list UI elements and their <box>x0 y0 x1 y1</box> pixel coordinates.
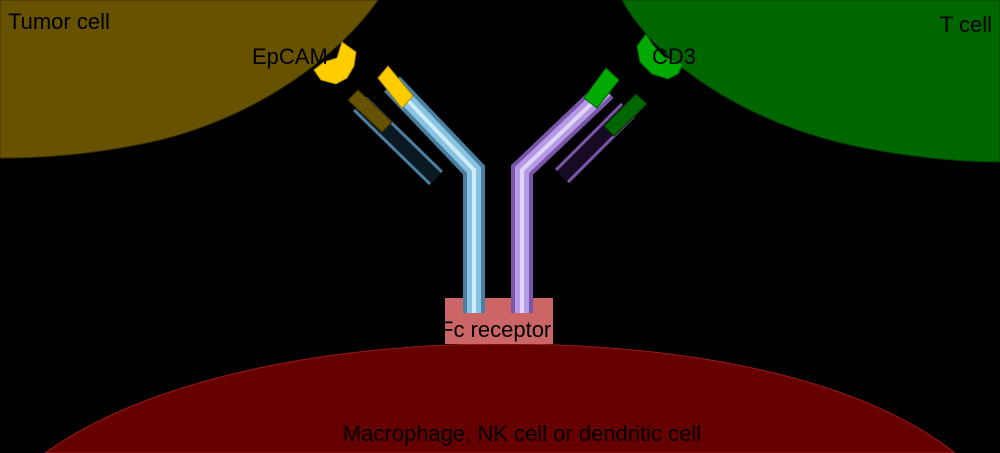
anti-epcam-light-tip <box>347 89 393 133</box>
epcam-label: EpCAM <box>252 44 328 69</box>
effector-cell <box>44 343 956 453</box>
anti-epcam-binding-tip <box>377 65 414 109</box>
cd3-label: CD3 <box>652 44 696 69</box>
tumor-cell-label: Tumor cell <box>8 9 110 34</box>
t-cell-label: T cell <box>940 12 992 37</box>
anti-epcam-heavy-chain <box>377 65 485 313</box>
tumor-cell <box>0 0 379 159</box>
anti-cd3-light-chain <box>554 93 648 184</box>
anti-epcam-light-chain <box>347 89 443 186</box>
fc-receptor-label: Fc receptor <box>440 317 551 342</box>
t-cell <box>621 0 1000 163</box>
epcam-antigen <box>313 41 357 85</box>
cd3-antigen <box>636 33 684 80</box>
effector-cell-label: Macrophage, NK cell or dendritic cell <box>343 421 701 446</box>
anti-cd3-binding-tip <box>583 67 620 109</box>
anti-cd3-light-tip <box>603 93 648 137</box>
anti-cd3-heavy-chain <box>511 67 620 313</box>
